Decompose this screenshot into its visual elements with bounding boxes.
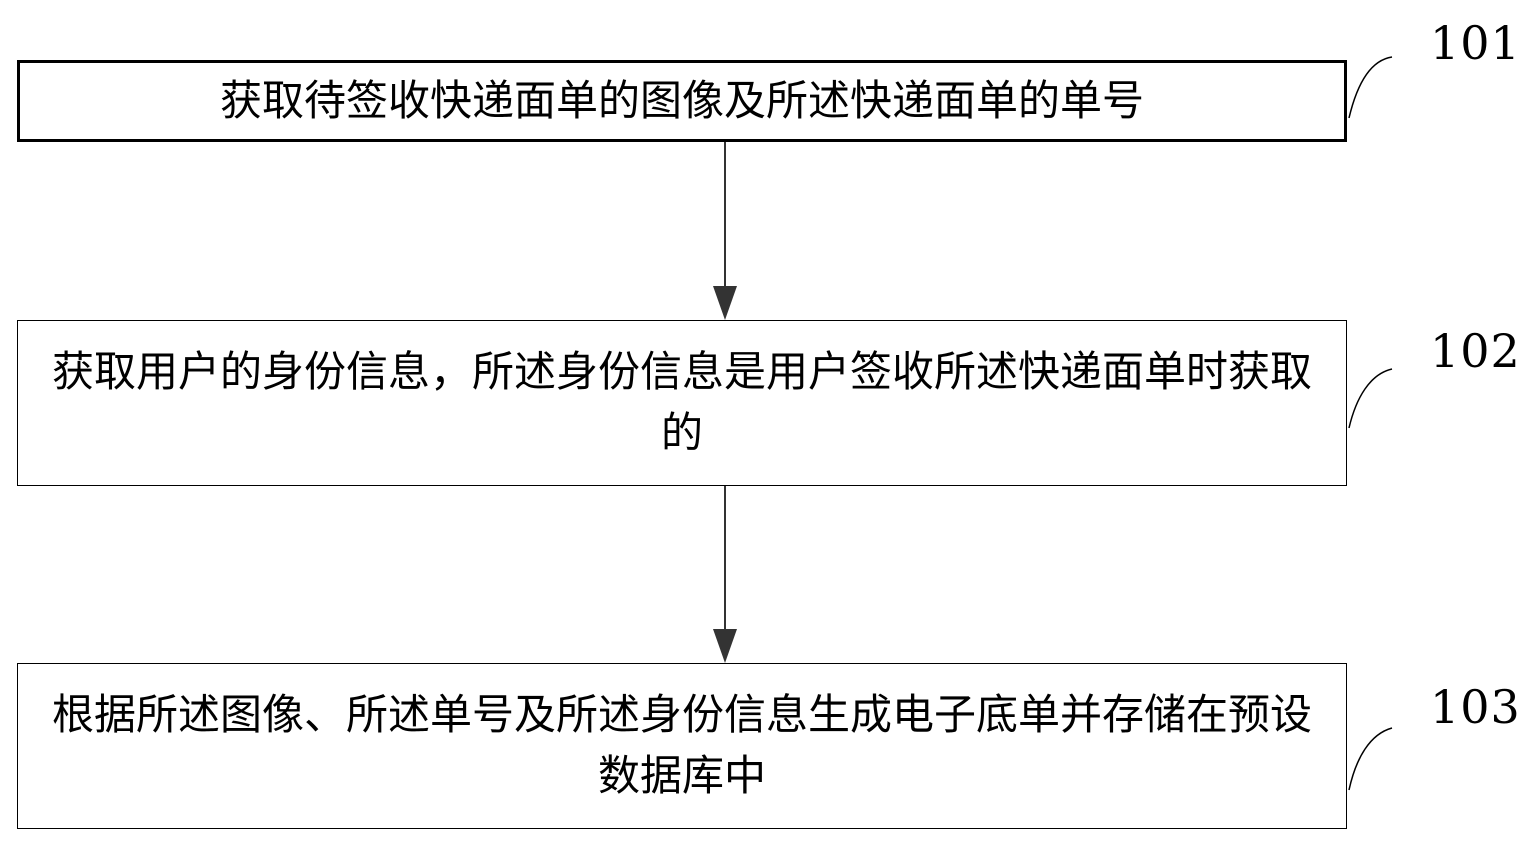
step-box-102: 获取用户的身份信息，所述身份信息是用户签收所述快递面单时获取的 bbox=[17, 320, 1347, 486]
step-label-101: 101 bbox=[1430, 16, 1521, 70]
step-label-103: 103 bbox=[1430, 680, 1521, 734]
step-box-101: 获取待签收快递面单的图像及所述快递面单的单号 bbox=[17, 60, 1347, 142]
arrowhead-102-103 bbox=[713, 629, 737, 663]
step-text-103: 根据所述图像、所述单号及所述身份信息生成电子底单并存储在预设数据库中 bbox=[51, 690, 1312, 800]
leader-curve-103 bbox=[1348, 727, 1393, 791]
arrowhead-101-102 bbox=[713, 286, 737, 320]
step-box-103: 根据所述图像、所述单号及所述身份信息生成电子底单并存储在预设数据库中 bbox=[17, 663, 1347, 829]
step-text-101: 获取待签收快递面单的图像及所述快递面单的单号 bbox=[219, 75, 1144, 125]
leader-curve-101 bbox=[1348, 56, 1393, 119]
leader-curve-102 bbox=[1348, 368, 1393, 429]
step-text-102: 获取用户的身份信息，所述身份信息是用户签收所述快递面单时获取的 bbox=[51, 347, 1312, 457]
step-label-102: 102 bbox=[1430, 324, 1521, 378]
